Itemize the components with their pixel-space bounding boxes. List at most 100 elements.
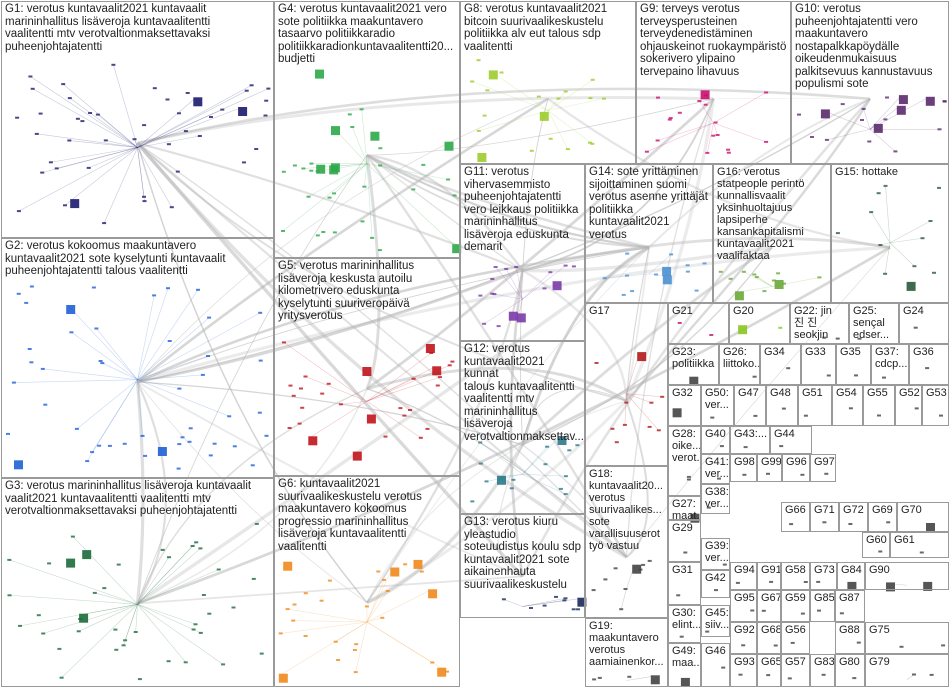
- node-g80-0: [852, 677, 857, 680]
- node-g2-0: [143, 454, 148, 457]
- node-g6-24: [385, 590, 390, 592]
- node-g17-2: [647, 425, 652, 428]
- intra-edge-g2-10: [102, 362, 138, 381]
- inter-edge-58: [520, 98, 549, 445]
- node-g12-0: [478, 462, 483, 465]
- node-g15-6: [883, 272, 888, 275]
- intra-edge-g17-7: [624, 393, 627, 425]
- node-g2-30: [157, 447, 167, 456]
- intra-edge-g3-6: [137, 542, 197, 605]
- intra-edge-g13-6: [503, 599, 523, 607]
- node-g4-32: [421, 163, 426, 166]
- group-box-g9: G9: terveys verotus terveysperusteinen t…: [636, 1, 791, 164]
- node-g17-9: [649, 401, 654, 404]
- group-box-g99: G99: [757, 454, 782, 482]
- group-label-g6: G6: kuntavaalit2021 suurivaalikeskustelu…: [278, 478, 422, 553]
- group-box-g14: G14: sote yrittäminen sijoittaminen suom…: [585, 164, 713, 303]
- group-label-g46: G46: [705, 645, 726, 657]
- node-g2-37: [69, 331, 74, 334]
- node-g2-3: [90, 451, 95, 454]
- group-box-g36: G36: [909, 344, 949, 385]
- node-g15-10: [883, 184, 888, 187]
- node-g6-19: [333, 640, 338, 643]
- node-g3-13: [7, 594, 12, 597]
- intra-edge-g3-5: [81, 603, 138, 615]
- node-g4-12: [362, 185, 367, 188]
- group-box-g2: G2: verotus kokoomus maakuntavero kuntav…: [1, 238, 274, 478]
- intra-edge-g4-22: [366, 163, 373, 238]
- node-g3-39: [59, 676, 64, 679]
- node-g3-8: [190, 545, 195, 547]
- intra-edge-g3-15: [137, 604, 186, 663]
- node-g40-0: [719, 445, 724, 448]
- node-g1-2: [28, 75, 33, 78]
- node-g96-0: [800, 473, 805, 476]
- intra-edge-g10-7: [826, 128, 871, 141]
- intra-edge-g2-31: [96, 328, 138, 380]
- inter-edge-6: [136, 97, 549, 384]
- group-box-g60: G60: [862, 532, 890, 558]
- intra-edge-g17-6: [626, 353, 640, 394]
- group-label-g49: G49: maa...: [672, 645, 701, 669]
- node-g2-28: [167, 340, 172, 342]
- node-g10-7: [824, 138, 829, 141]
- intra-edge-g1-10: [137, 88, 269, 148]
- intra-edge-g10-14: [869, 95, 902, 130]
- inter-edge-17: [625, 98, 715, 558]
- intra-edge-g5-19: [366, 376, 441, 402]
- intra-edge-g5-1: [366, 378, 414, 402]
- node-g18-3: [632, 564, 642, 574]
- group-box-g15: G15: hottake: [831, 164, 949, 303]
- node-g13-2: [554, 595, 558, 598]
- inter-edge-65: [137, 269, 523, 384]
- intra-edge-g9-13: [646, 122, 714, 152]
- node-g9-12: [726, 151, 731, 154]
- group-label-g41: G41: ver...: [705, 456, 729, 480]
- node-g12-12: [543, 463, 548, 466]
- group-label-g5: G5: verotus marininhallitus lisäveroja k…: [278, 260, 415, 322]
- group-box-g68: G68: [757, 622, 781, 654]
- group-box-g31: G31: [668, 562, 701, 605]
- node-g10-14: [898, 95, 908, 105]
- inter-edge-32: [136, 142, 524, 578]
- intra-edge-g6-23: [366, 568, 393, 623]
- node-g61-0: [919, 551, 924, 554]
- intra-edge-g15-1: [870, 211, 891, 243]
- node-g11-13: [552, 281, 562, 291]
- intra-edge-g1-2: [30, 76, 138, 148]
- group-box-g25: G25: sençal edser...: [849, 303, 899, 344]
- node-g52-0: [914, 407, 919, 410]
- intra-edge-g17-9: [626, 393, 652, 403]
- node-g88-0: [856, 641, 861, 644]
- node-g3-0: [102, 587, 107, 590]
- node-g91-0: [769, 580, 774, 583]
- node-g6-4: [403, 563, 408, 566]
- group-box-g69: G69: [868, 502, 897, 532]
- group-label-g50: G50: ver...: [705, 387, 729, 411]
- node-g14-2: [662, 266, 672, 276]
- node-g6-20: [327, 579, 332, 582]
- inter-edge-0: [626, 247, 891, 558]
- intra-edge-g8-2: [547, 110, 593, 145]
- intra-edge-g12-4: [522, 446, 548, 475]
- node-g53-0: [939, 414, 943, 417]
- inter-edge-37: [366, 247, 650, 603]
- node-g12-1: [478, 441, 483, 444]
- intra-edge-g3-33: [137, 603, 196, 625]
- intra-edge-g3-1: [137, 603, 201, 634]
- node-g90-0: [923, 581, 933, 591]
- intra-edge-g4-19: [308, 163, 368, 197]
- group-label-g72: G72: [843, 504, 864, 516]
- node-g3-30: [7, 558, 12, 561]
- node-g58-0: [803, 581, 808, 583]
- node-g9-7: [667, 118, 672, 121]
- node-g16-3: [782, 282, 786, 285]
- node-g85-0: [817, 609, 821, 612]
- intra-edge-g17-1: [626, 393, 659, 431]
- node-g6-25: [376, 570, 381, 573]
- group-box-g35: G35: [836, 344, 871, 385]
- group-label-g47: G47: [738, 387, 759, 399]
- group-label-g24: G24: [903, 305, 924, 317]
- group-box-g40: G40: [701, 426, 730, 454]
- node-g6-10: [303, 592, 308, 595]
